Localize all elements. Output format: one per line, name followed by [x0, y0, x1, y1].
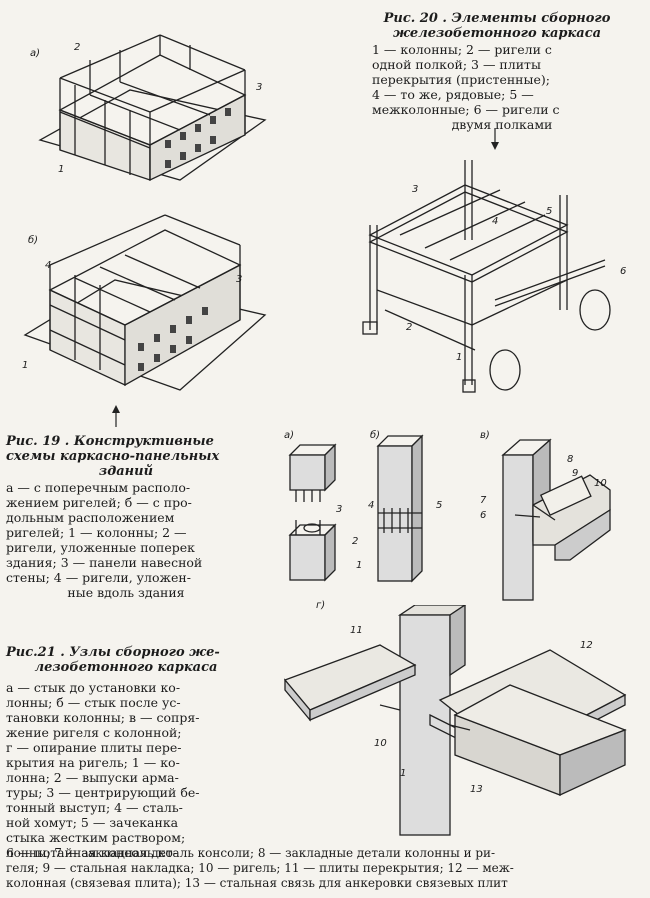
fig20-label-4: 4 — [492, 216, 499, 227]
fig21a-drawing — [288, 443, 337, 582]
fig19-title: Рис. 19 . Конструктивные схемы каркасно-… — [6, 434, 220, 479]
fig21g-sub-label: г) — [316, 600, 326, 611]
fig20-label-3: 3 — [412, 184, 419, 195]
fig21-title: Рис.21 . Узлы сборного же- лезобетонного… — [6, 645, 220, 675]
fig19-caption: а — с поперечным располо- жением ригелей… — [6, 480, 203, 600]
fig21v-label-6: 6 — [480, 510, 487, 521]
fig19a-label-1: 1 — [58, 164, 65, 175]
fig19a-label-3: 3 — [256, 82, 263, 93]
fig19a-label-2: 2 — [74, 42, 81, 53]
fig19-pointer-arrow — [112, 405, 120, 427]
fig21v-sub-label: в) — [480, 430, 490, 441]
fig21a-label-3: 3 — [336, 504, 343, 515]
fig21b-sub-label: б) — [370, 430, 381, 441]
fig20-caption: 1 — колонны; 2 — ригели с одной полкой; … — [372, 42, 560, 132]
fig21b-label-4: 4 — [368, 500, 375, 511]
fig20-title: Рис. 20 . Элементы сборного железобетонн… — [383, 11, 611, 41]
fig19b-label-1: 1 — [22, 360, 29, 371]
fig19b-label-4: 4 — [45, 260, 52, 271]
fig19b-label-3: 3 — [236, 274, 243, 285]
fig19b-sub-label: б) — [28, 235, 39, 246]
fig20-pointer-arrow — [491, 128, 499, 150]
fig20-label-6: 6 — [620, 266, 627, 277]
fig21v-label-7: 7 — [480, 495, 487, 506]
fig20-label-1: 1 — [456, 352, 463, 363]
fig21g-drawing — [283, 605, 627, 836]
fig21v-drawing — [501, 438, 611, 601]
fig21g-label-1: 1 — [400, 768, 407, 779]
fig21g-label-11: 11 — [350, 625, 363, 636]
fig20-label-5: 5 — [546, 206, 553, 217]
fig21v-label-10: 10 — [594, 478, 607, 489]
fig21-caption: а — стык до установки ко- лонны; б — сты… — [6, 680, 200, 860]
fig21g-label-10: 10 — [374, 738, 387, 749]
fig21v-label-9: 9 — [572, 468, 579, 479]
fig21b-label-5: 5 — [436, 500, 443, 511]
fig19b-drawing — [23, 214, 267, 391]
fig21a-sub-label: а) — [284, 430, 295, 441]
fig20-drawing — [362, 160, 611, 393]
fig21g-label-12: 12 — [580, 640, 593, 651]
fig20-label-2: 2 — [406, 322, 413, 333]
fig19a-sub-label: а) — [30, 48, 41, 59]
fig21a-label-1: 1 — [356, 560, 363, 571]
fig21-caption-wide: лонны; 7 — закладная деталь консоли; 8 —… — [6, 846, 514, 890]
fig21a-label-2: 2 — [352, 536, 359, 547]
fig21b-drawing — [376, 434, 424, 583]
fig21g-label-13: 13 — [470, 784, 483, 795]
fig21v-label-8: 8 — [567, 454, 574, 465]
fig19a-drawing — [38, 34, 267, 182]
